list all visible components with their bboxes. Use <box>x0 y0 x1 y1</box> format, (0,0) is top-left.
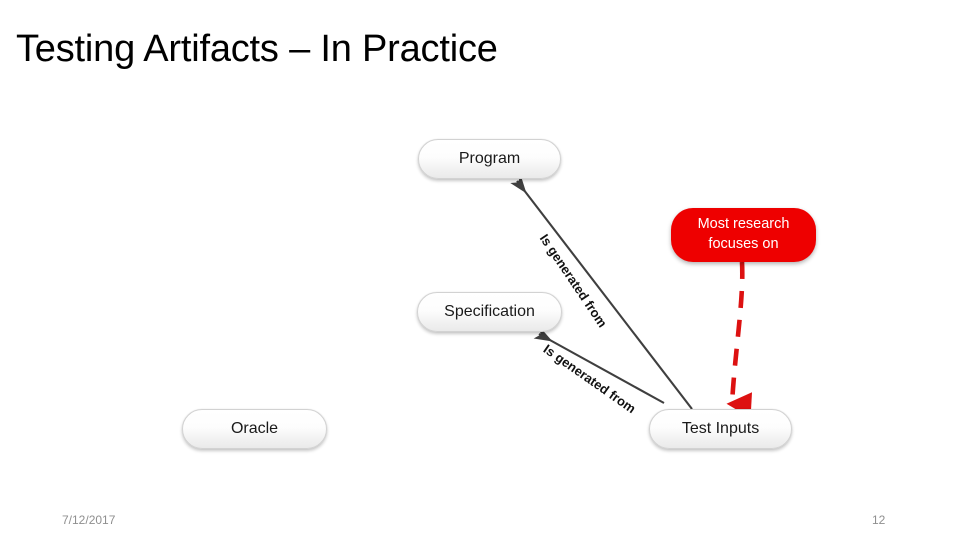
edge-callout-to-test-inputs <box>726 261 753 418</box>
node-specification[interactable]: Specification <box>417 292 562 332</box>
node-test-inputs[interactable]: Test Inputs <box>649 409 792 449</box>
callout-line-1: Most research <box>697 216 790 233</box>
callout-most-research-focuses-on[interactable]: Most research focuses on <box>671 208 816 262</box>
node-oracle[interactable]: Oracle <box>182 409 327 449</box>
node-program[interactable]: Program <box>418 139 561 179</box>
edge-test-inputs-to-program <box>510 175 693 410</box>
edge-test-inputs-to-specification <box>533 327 665 404</box>
footer-date: 7/12/2017 <box>62 513 116 527</box>
footer-page-number: 12 <box>872 513 886 527</box>
page-title: Testing Artifacts – In Practice <box>16 28 498 70</box>
callout-line-2: focuses on <box>708 236 779 252</box>
